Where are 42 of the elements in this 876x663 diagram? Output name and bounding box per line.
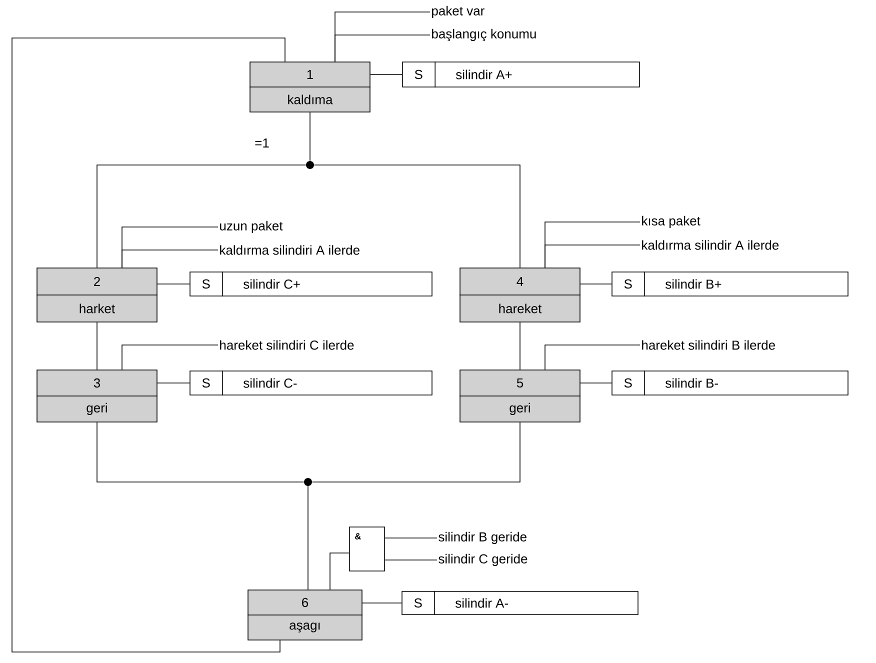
connector-line [122,344,218,370]
connector-line [122,250,218,268]
connector-line [330,552,350,590]
step-box: 5 geri [459,370,581,422]
step-box: 4 hareket [459,268,581,322]
connector-line [12,38,286,652]
edge-label: =1 [254,138,270,148]
step-box: 2 harket [36,268,158,322]
condition-text: kaldırma silindir A ilerde [642,240,779,250]
connector-line [312,422,520,482]
condition-text: paket var [432,6,484,18]
condition-text: başlangıç konumu [432,28,536,42]
step-box: 3 geri [36,370,158,422]
connector-line [370,74,402,75]
connector-line [334,34,430,62]
step-box: 6 aşagı [247,590,363,640]
condition-text: kısa paket [642,216,700,228]
condition-text: hareket silindiri C ilerde [220,340,354,350]
connector-line [96,164,306,268]
action-box: S silindir C+ [190,271,432,297]
condition-text: uzun paket [220,220,283,234]
action-box: S silindir B- [612,370,848,396]
and-gate: & [349,526,385,572]
connector-line [362,602,402,604]
connector-line [544,344,640,370]
connector-line [544,244,640,268]
action-box: S silindir A- [402,590,638,616]
connector-line [580,382,612,384]
connector-line [96,422,304,482]
connector-line [314,164,520,268]
condition-text: kaldırma silindiri A ilerde [220,245,360,255]
junction-dot [306,161,314,169]
condition-text: silindir C geride [438,554,528,566]
condition-text: silindir B geride [438,532,526,544]
action-box: S silindir C- [190,370,432,396]
connector-line [96,322,98,370]
condition-text: hareket silindiri B ilerde [642,340,775,350]
action-box: S silindir A+ [402,61,640,88]
junction-dot [304,478,312,486]
action-box: S silindir B+ [612,271,848,297]
step-box: 1 kaldıma [249,62,371,112]
connector-line [157,382,190,384]
